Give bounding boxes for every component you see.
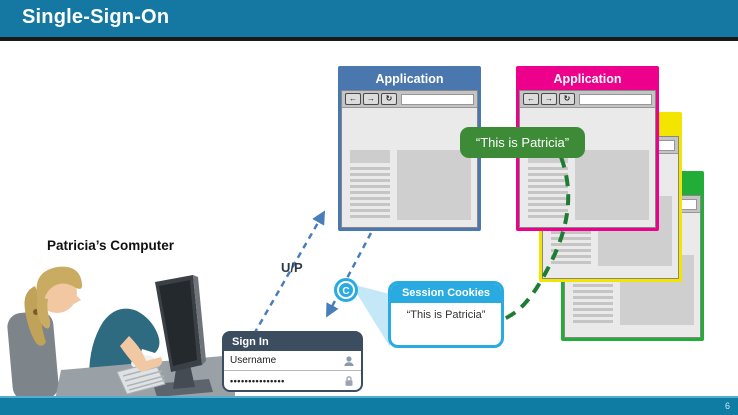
app-window-title: Application [553, 72, 622, 86]
computer-label: Patricia’s Computer [47, 238, 175, 253]
nose [74, 294, 81, 304]
slide-header: Single-Sign-On [0, 0, 738, 41]
username-field: Username [224, 351, 361, 370]
refresh-icon: ↻ [381, 93, 397, 105]
browser-frame: ← → ↻ [341, 90, 478, 228]
cookie-icon: C [334, 278, 358, 302]
hair [36, 266, 83, 308]
refresh-icon: ↻ [559, 93, 575, 105]
page-placeholder [342, 108, 477, 227]
session-cookies-box: Session Cookies “This is Patricia” [388, 281, 504, 348]
monitor-screen [159, 280, 197, 366]
placeholder-text-lines [350, 167, 390, 221]
password-field: ••••••••••••••• [224, 370, 361, 390]
signin-title: Sign In [224, 333, 361, 351]
hair-back [36, 297, 51, 329]
lock-icon [345, 375, 353, 386]
slide-title: Single-Sign-On [22, 6, 170, 28]
up-label: U/P [281, 260, 303, 275]
user-icon [344, 355, 354, 366]
address-bar [579, 93, 652, 105]
placeholder-image [575, 150, 649, 220]
slide-footer: 6 [0, 396, 738, 415]
browser-toolbar: ← → ↻ [520, 91, 655, 108]
patricia-illustration [7, 266, 235, 400]
address-bar [401, 93, 474, 105]
placeholder-heading [350, 150, 390, 163]
forward-icon: → [541, 93, 557, 105]
identity-speech-bubble: “This is Patricia” [460, 127, 585, 158]
username-value: Username [230, 355, 277, 366]
browser-toolbar: ← → ↻ [342, 91, 477, 108]
chair [7, 311, 59, 400]
browser-frame: ← → ↻ [519, 90, 656, 228]
cookie-icon-letter: C [342, 286, 349, 297]
page-placeholder [520, 108, 655, 227]
back-icon: ← [523, 93, 539, 105]
monitor-edge [193, 275, 206, 365]
page-number: 6 [724, 401, 730, 411]
placeholder-text-lines [528, 167, 568, 221]
forward-icon: → [363, 93, 379, 105]
placeholder-image [397, 150, 471, 220]
session-cookies-title: Session Cookies [391, 284, 501, 303]
app-window-title: Application [375, 72, 444, 86]
password-value: ••••••••••••••• [230, 375, 285, 386]
signin-form: Sign In Username ••••••••••••••• [222, 331, 363, 392]
session-cookies-value: “This is Patricia” [406, 309, 486, 321]
arm [120, 336, 163, 372]
back-icon: ← [345, 93, 361, 105]
